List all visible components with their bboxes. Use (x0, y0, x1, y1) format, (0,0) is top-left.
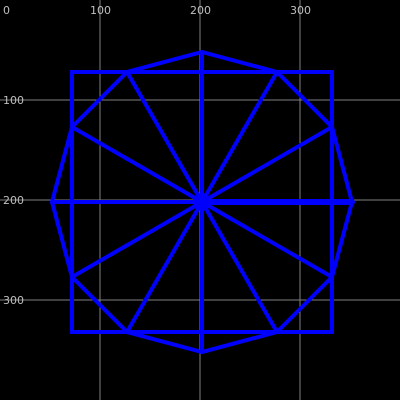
y-tick-label: 300 (3, 294, 24, 307)
spoke-line (200, 200, 334, 279)
y-tick-label: 200 (3, 194, 24, 207)
y-tick-label: 100 (3, 94, 24, 107)
axis-labels: 0 100 200 300 100 200 300 (3, 4, 311, 307)
star-figure (49, 49, 355, 355)
spoke-line (125, 200, 204, 334)
spoke-line (200, 200, 279, 334)
spoke-line (200, 125, 334, 204)
spoke-line (200, 70, 279, 204)
x-tick-label: 100 (90, 4, 111, 17)
center-hub (193, 193, 211, 211)
x-tick-label: 0 (3, 4, 10, 17)
x-tick-label: 200 (190, 4, 211, 17)
inner-square (70, 70, 334, 334)
spoke-line (70, 200, 204, 279)
x-tick-label: 300 (290, 4, 311, 17)
spoke-line (70, 125, 204, 204)
spoke-line (125, 70, 204, 204)
